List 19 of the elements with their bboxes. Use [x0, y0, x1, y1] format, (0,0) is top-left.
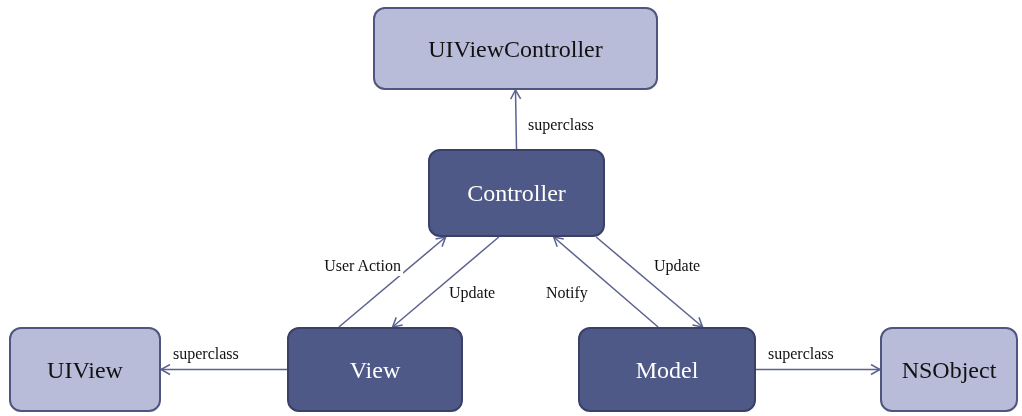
edge-label: Update	[447, 283, 498, 303]
arrow	[160, 363, 288, 376]
arrow	[509, 89, 522, 150]
class-box: View	[287, 327, 463, 412]
edge-label: superclass	[171, 344, 241, 364]
arrow	[552, 236, 659, 328]
class-box: Model	[578, 327, 756, 412]
arrow	[338, 236, 447, 328]
edge-label: Update	[652, 256, 703, 276]
arrow	[755, 363, 881, 376]
edge-label: Notify	[544, 283, 590, 303]
superclass-box: NSObject	[880, 327, 1018, 412]
edge-label: superclass	[526, 115, 596, 135]
edge-label: superclass	[766, 344, 836, 364]
superclass-box: UIView	[9, 327, 161, 412]
superclass-box: UIViewController	[373, 7, 658, 90]
arrow	[391, 236, 500, 328]
arrow	[595, 236, 704, 328]
class-box: Controller	[428, 149, 605, 237]
